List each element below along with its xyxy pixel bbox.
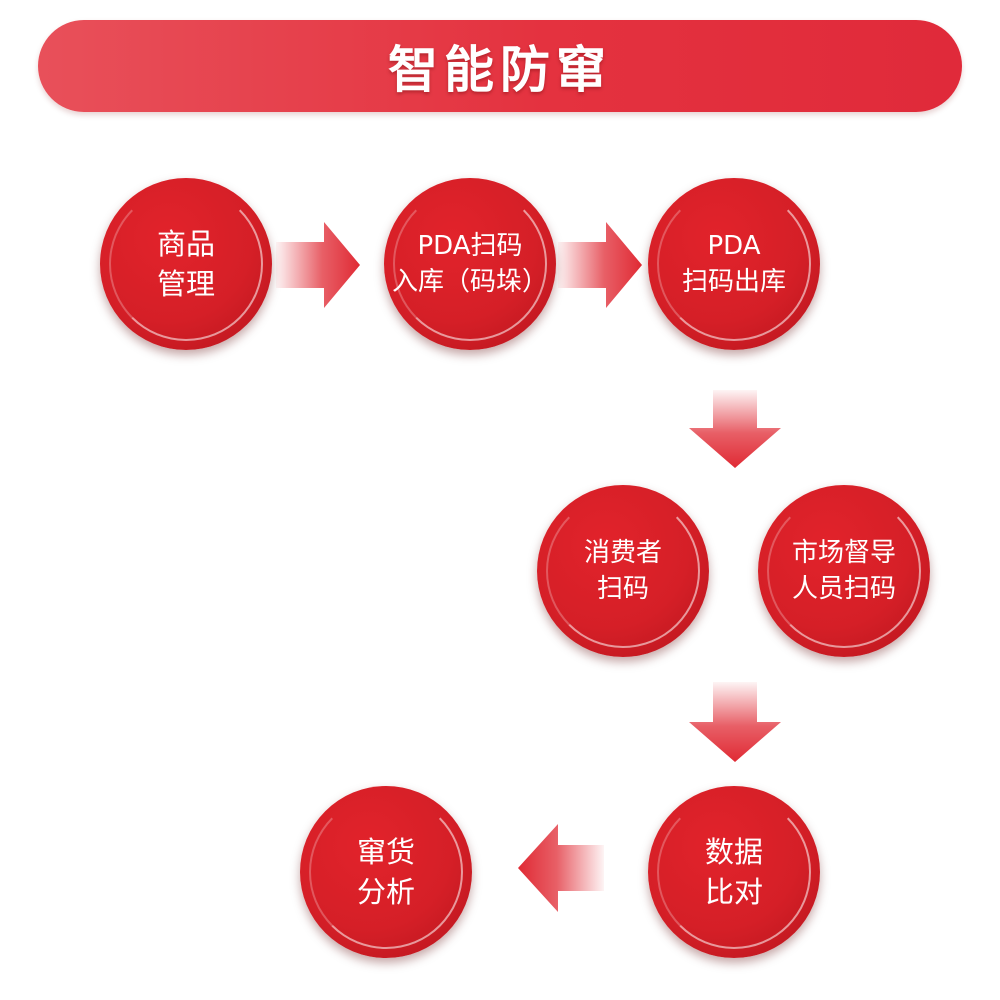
node-label: 商品 管理 [156, 227, 215, 301]
arrow-down-2 [689, 682, 781, 762]
node-label: 数据 比对 [704, 835, 763, 909]
arrow-down-1 [689, 390, 781, 468]
node-label: 市场督导 人员扫码 [791, 538, 896, 604]
node-data-comparison: 数据 比对 [648, 786, 820, 958]
node-label: PDA 扫码出库 [681, 231, 786, 297]
arrow-left-1 [518, 824, 604, 912]
node-supervisor-scan: 市场督导 人员扫码 [758, 485, 930, 657]
node-product-management: 商品 管理 [100, 178, 272, 350]
node-pda-outbound: PDA 扫码出库 [648, 178, 820, 350]
node-pda-inbound: PDA扫码 入库（码垛） [384, 178, 556, 350]
node-label: 消费者 扫码 [583, 538, 662, 604]
arrow-right-2 [558, 222, 642, 308]
node-diversion-analysis: 窜货 分析 [300, 786, 472, 958]
node-label: 窜货 分析 [356, 835, 415, 909]
title-banner: 智能防窜 [38, 20, 962, 112]
node-consumer-scan: 消费者 扫码 [537, 485, 709, 657]
arrow-right-1 [276, 222, 360, 308]
node-label: PDA扫码 入库（码垛） [391, 231, 548, 297]
banner-title: 智能防窜 [388, 41, 612, 99]
